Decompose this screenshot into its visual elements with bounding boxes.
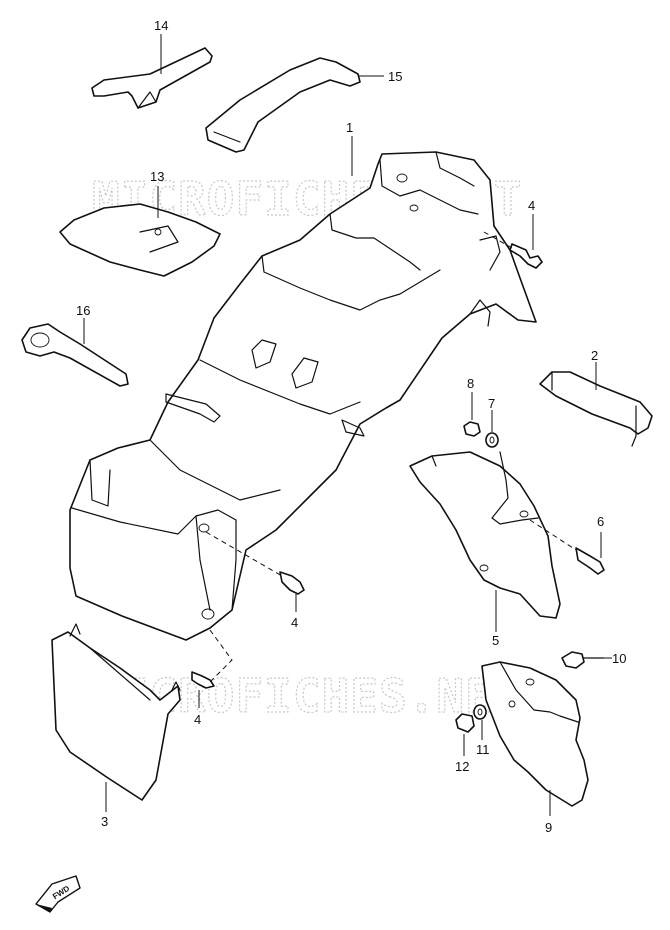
part-7-washer [485, 432, 499, 448]
callout-2: 2 [591, 348, 598, 363]
part-14-tool [91, 47, 213, 109]
callout-3: 3 [101, 814, 108, 829]
callout-15: 15 [388, 69, 402, 84]
part-5-side-cover [409, 451, 561, 619]
dashed-guide-middle [205, 531, 283, 577]
part-3-lower-flap [51, 623, 181, 801]
part-8-nut [463, 421, 481, 437]
part-1-rear-fender [69, 151, 537, 641]
callout-5: 5 [492, 633, 499, 648]
callout-4-lower: 4 [194, 712, 201, 727]
part-15-band [205, 57, 361, 153]
part-11-washer [473, 704, 487, 720]
part-10-screw [561, 651, 605, 669]
dashed-guide-lower [209, 629, 233, 683]
fwd-direction-badge: FWD [35, 875, 81, 913]
part-4-bolt-middle [279, 571, 305, 595]
callout-6: 6 [597, 514, 604, 529]
part-9-lower-cover [481, 661, 589, 807]
callout-1: 1 [346, 120, 353, 135]
part-4-bolt-upper [509, 243, 543, 269]
part-12-nut [455, 713, 475, 733]
part-2-bracket [539, 371, 653, 447]
part-4-bolt-lower [191, 671, 215, 689]
callout-16: 16 [76, 303, 90, 318]
callout-8: 8 [467, 376, 474, 391]
callout-4-middle: 4 [291, 615, 298, 630]
part-16-wrench [21, 323, 129, 387]
callout-14: 14 [154, 18, 168, 33]
callout-10: 10 [612, 651, 626, 666]
part-13-cover-sheet [59, 203, 221, 277]
part-6-screw [575, 547, 605, 575]
dashed-guide-6 [529, 519, 577, 551]
callout-12: 12 [455, 759, 469, 774]
callout-11: 11 [476, 742, 490, 757]
callout-4-upper: 4 [528, 198, 535, 213]
callout-9: 9 [545, 820, 552, 835]
callout-13: 13 [150, 169, 164, 184]
callout-7: 7 [488, 396, 495, 411]
